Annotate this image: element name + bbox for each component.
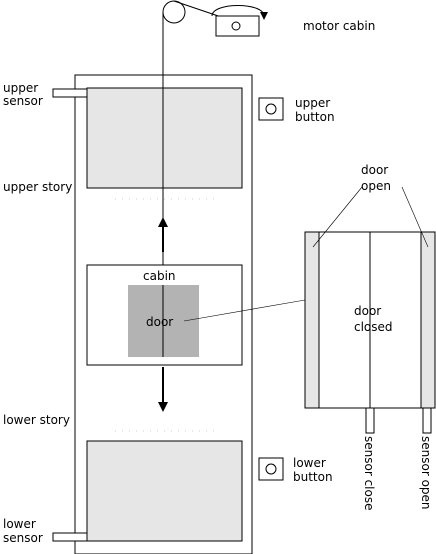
sensor-open-label: sensor open [419,436,433,510]
upper-story-label: upper story [3,180,72,194]
sensor-open-marker [422,407,432,434]
door-label: door [146,315,173,329]
motor-rotation-arrow [211,5,268,20]
door-open-right-strip [420,231,436,409]
door-open-callout-left [312,186,363,248]
upper-sensor [52,88,88,98]
door-open-label: door open [361,163,392,193]
door-closed-label: door closed [354,304,393,334]
upper-button [258,97,284,121]
door-callout-line [183,299,306,322]
motor-pulley [162,0,186,24]
upper-sensor-label: upper sensor [3,81,43,108]
motor-cabin-label: motor cabin [303,19,375,33]
door-open-left-strip [304,231,320,409]
door-open-callout-right [401,186,429,248]
upper-button-label: upper button [295,96,335,124]
lower-sensor-label: lower sensor [3,517,43,545]
lower-sensor [52,532,88,542]
motor-cabin-box [215,15,260,37]
lower-button [258,457,284,481]
lower-story-label: lower story [3,413,70,427]
sensor-close-label: sensor close [362,436,376,511]
sensor-close-marker [365,407,375,434]
lower-story-area [86,440,243,542]
lower-button-label: lower button [293,456,333,484]
cabin-label: cabin [143,269,176,283]
upper-story-area [86,87,243,189]
